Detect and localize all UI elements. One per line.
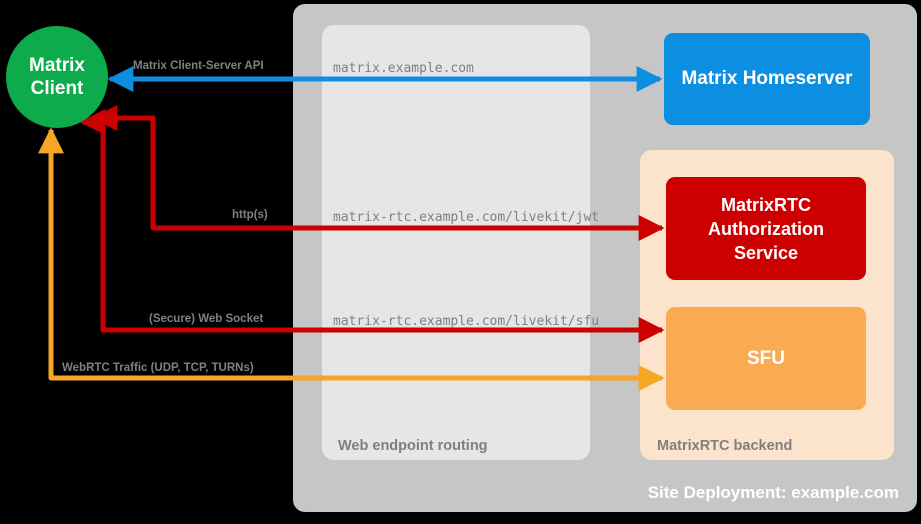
matrix-client-label-line2: Client bbox=[30, 78, 84, 99]
web-endpoint-routing-panel bbox=[322, 25, 590, 460]
matrixrtc-auth-label-line1: MatrixRTC bbox=[720, 194, 811, 215]
endpoint-label-livekit-jwt: matrix-rtc.example.com/livekit/jwt bbox=[333, 210, 600, 225]
matrix-client-label-line1: Matrix bbox=[29, 55, 85, 76]
edge-label-webrtc-traffic: WebRTC Traffic (UDP, TCP, TURNs) bbox=[62, 362, 254, 374]
endpoint-label-livekit-sfu: matrix-rtc.example.com/livekit/sfu bbox=[333, 314, 600, 329]
web-endpoint-routing-title: Web endpoint routing bbox=[338, 438, 488, 454]
node-matrix-homeserver[interactable]: Matrix Homeserver bbox=[664, 33, 870, 125]
matrixrtc-auth-label-line2: Authorization bbox=[708, 218, 824, 239]
endpoint-label-matrix-homeserver: matrix.example.com bbox=[333, 61, 474, 76]
node-sfu[interactable]: SFU bbox=[666, 307, 866, 410]
node-matrix-client[interactable]: Matrix Client bbox=[6, 26, 108, 128]
matrixrtc-backend-title: MatrixRTC backend bbox=[657, 438, 793, 454]
edge-label-secure-web-socket: (Secure) Web Socket bbox=[149, 313, 264, 325]
site-deployment-title: Site Deployment: example.com bbox=[647, 483, 899, 502]
sfu-label: SFU bbox=[747, 347, 785, 369]
matrixrtc-auth-label-line3: Service bbox=[733, 242, 799, 263]
edge-webrtc-traffic bbox=[38, 127, 665, 391]
matrix-homeserver-label: Matrix Homeserver bbox=[681, 68, 853, 89]
edge-label-http-s: http(s) bbox=[232, 209, 268, 221]
edge-label-matrix-client-server-api: Matrix Client-Server API bbox=[133, 60, 264, 72]
node-matrixrtc-authorization-service[interactable]: MatrixRTC Authorization Service bbox=[666, 177, 866, 280]
